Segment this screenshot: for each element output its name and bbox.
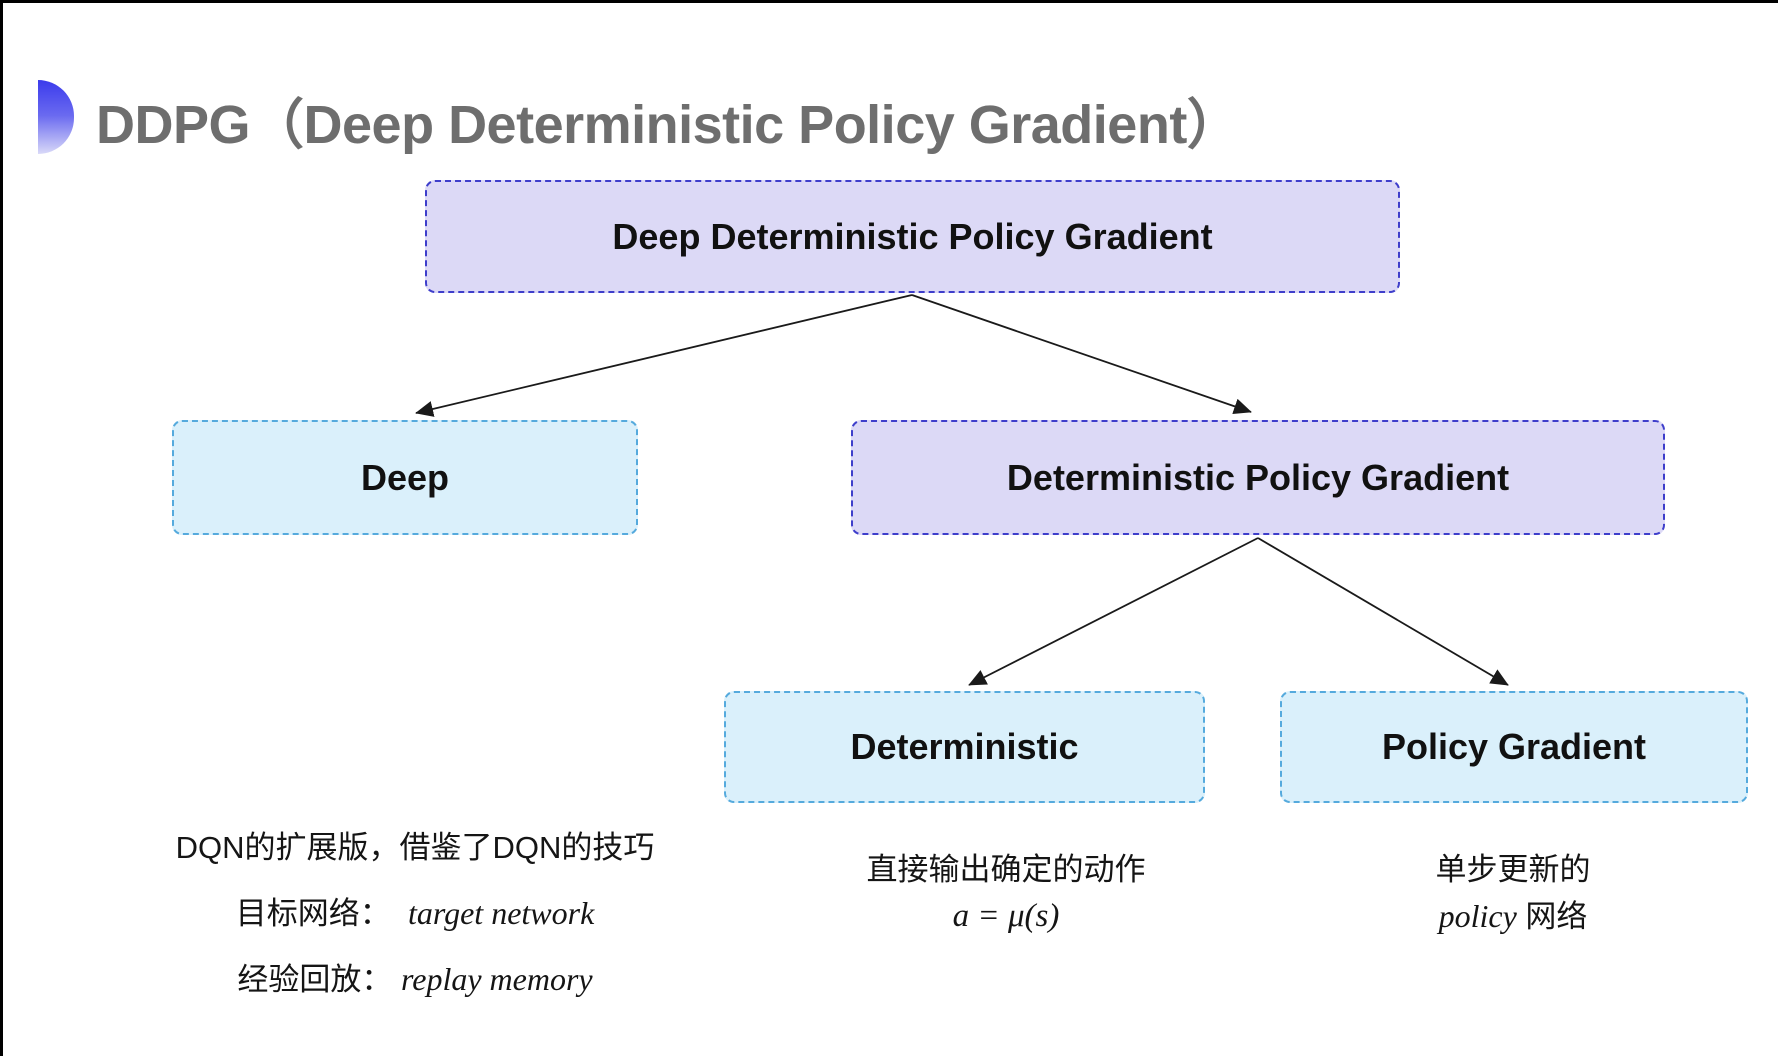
notes-deep: DQN的扩展版，借鉴了DQN的技巧 目标网络： target network 经… [120, 831, 710, 997]
arrow-dpg-to-deterministic [968, 537, 1259, 686]
node-label: Deep Deterministic Policy Gradient [612, 215, 1213, 257]
node-label: Policy Gradient [1381, 726, 1647, 767]
page-title: DDPG（Deep Deterministic Policy Gradient） [96, 95, 1241, 155]
node-deep-deterministic-policy-gradient: Deep Deterministic Policy Gradient [425, 180, 1400, 293]
arrow-root-to-dpg [911, 294, 1252, 415]
arrow-dpg-to-policy-gradient [1257, 537, 1509, 686]
note-formula: a = μ(s) [952, 898, 1060, 934]
note-line-policy-network: policy 网络 [1308, 899, 1718, 934]
arrow-root-to-deep [415, 294, 913, 417]
node-label: Deep [360, 456, 450, 498]
frame-left-edge [0, 0, 3, 1056]
note-cn-label: 目标网络： [235, 896, 391, 931]
node-label: Deterministic Policy Gradient [1006, 456, 1510, 498]
note-line-action: 直接输出确定的动作 [866, 852, 1146, 887]
note-line-dqn: DQN的扩展版，借鉴了DQN的技巧 [175, 830, 655, 865]
note-cn-label: 网络 [1516, 899, 1588, 934]
node-deterministic: Deterministic [724, 691, 1205, 803]
node-policy-gradient: Policy Gradient [1280, 691, 1748, 803]
notes-policy-gradient: 单步更新的 policy 网络 [1308, 853, 1718, 934]
note-en-term: target network [407, 895, 595, 931]
notes-deterministic: 直接输出确定的动作 a = μ(s) [806, 852, 1206, 934]
node-label: Deterministic [850, 726, 1079, 767]
note-cn-label: 经验回放： [237, 962, 393, 997]
note-line-update: 单步更新的 [1435, 852, 1591, 887]
note-line-target-network: 目标网络： target network [120, 896, 710, 931]
frame-top-edge [0, 0, 1778, 3]
node-deterministic-policy-gradient: Deterministic Policy Gradient [851, 420, 1665, 535]
title-bullet-icon [38, 80, 74, 154]
node-deep: Deep [172, 420, 638, 535]
note-en-term: policy [1438, 898, 1517, 934]
note-line-replay-memory: 经验回放： replay memory [120, 962, 710, 997]
note-en-term: replay memory [400, 961, 593, 997]
